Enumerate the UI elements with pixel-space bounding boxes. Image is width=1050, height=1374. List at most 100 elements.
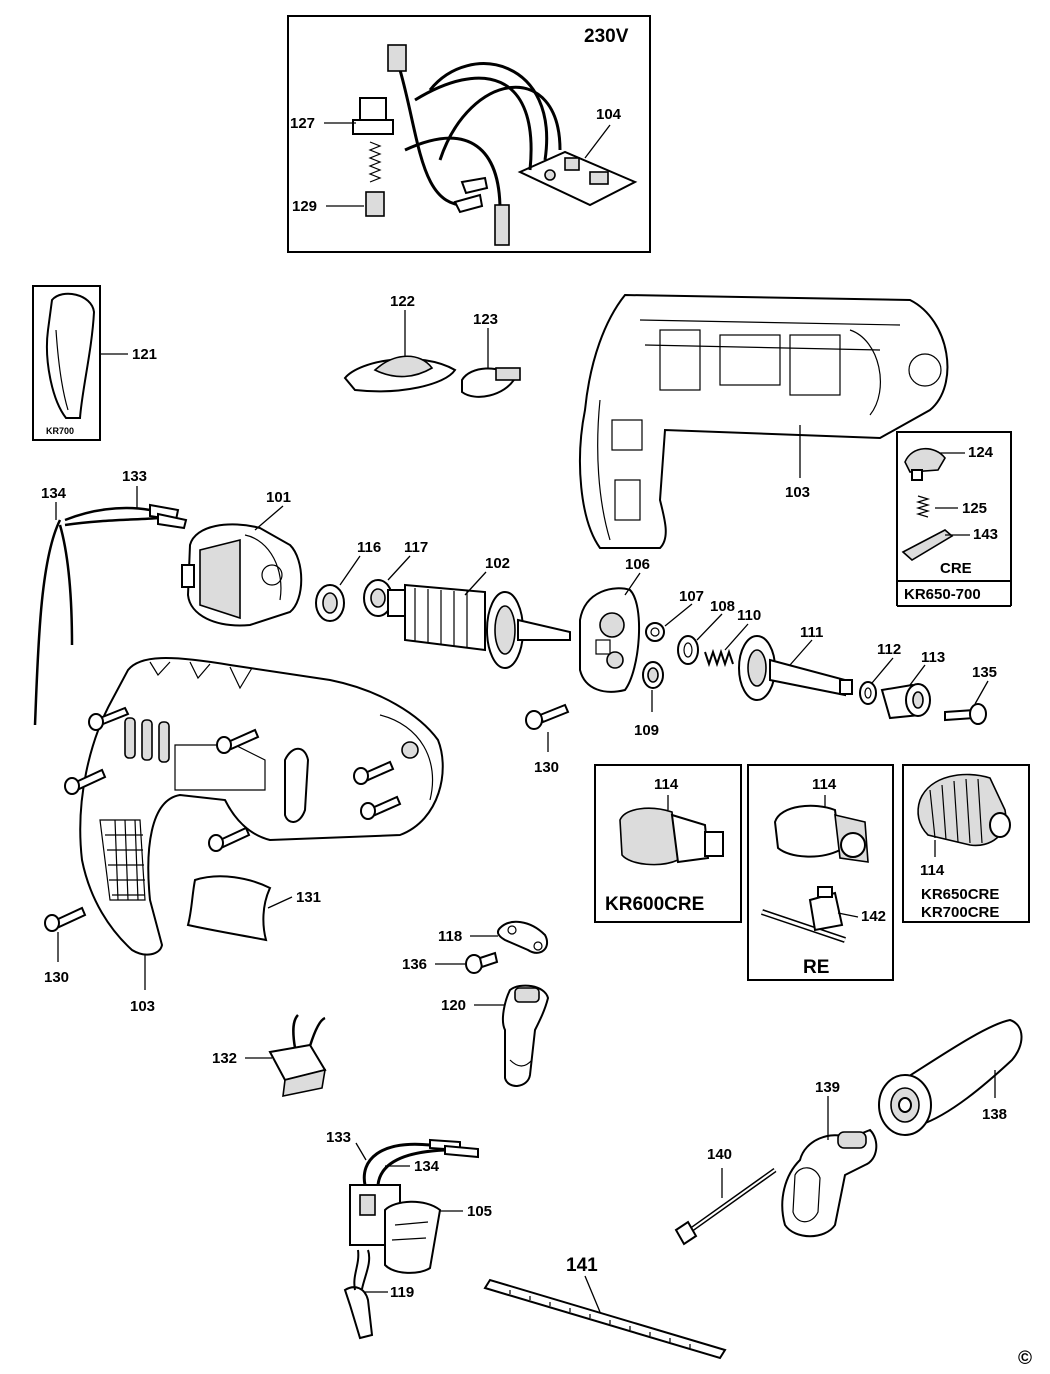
label-cre: CRE: [940, 560, 972, 577]
part-113-sleeve-bearing: [880, 683, 931, 720]
part-118-clamp: [496, 920, 548, 954]
connector-top: [387, 44, 407, 72]
part-136-screw: [465, 951, 499, 974]
part-134-cable-top: [33, 503, 188, 726]
label-112: 112: [877, 641, 901, 658]
label-129: 129: [292, 198, 317, 215]
chuck-re-body: [773, 804, 842, 858]
label-106: 106: [625, 556, 650, 573]
label-kr700cre: KR700CRE: [921, 904, 999, 921]
label-118: 118: [438, 928, 462, 945]
label-kr700: KR700: [46, 426, 74, 436]
label-122: 122: [390, 293, 415, 310]
label-138: 138: [982, 1106, 1007, 1123]
housing-screws: [44, 706, 402, 932]
label-114-b: 114: [812, 776, 837, 793]
label-130-mid: 130: [534, 759, 559, 776]
group-kr700-box: KR700 121: [32, 285, 157, 441]
box-kr600cre-frame: [594, 764, 742, 923]
part-138-handle-grip: [878, 1018, 1023, 1136]
label-103-bottom: 103: [130, 998, 155, 1015]
label-111: 111: [800, 624, 823, 641]
part-143-slider: [901, 529, 954, 561]
part-127-brush-holder: [352, 97, 394, 135]
label-131: 131: [296, 889, 321, 906]
label-123: 123: [473, 311, 498, 328]
label-134-bottom: 134: [414, 1158, 440, 1175]
label-105: 105: [467, 1203, 492, 1220]
part-104-pcb: [517, 150, 638, 207]
label-134-top: 134: [41, 485, 67, 502]
chuck-kr600cre-body: [619, 807, 679, 866]
connector-bottom: [494, 204, 510, 246]
label-140: 140: [707, 1146, 732, 1163]
group-chuck-kr650-700cre: 114 KR650CRE KR700CRE: [902, 764, 1030, 923]
part-134-cable-bottom: [376, 1148, 446, 1186]
part-122-switch-cover: [343, 355, 457, 393]
label-136: 136: [402, 956, 427, 973]
part-124-lever: [904, 447, 946, 473]
part-105-switch: [349, 1184, 442, 1274]
group-230v-box: 230V 127 129: [287, 15, 651, 253]
part-142-chuck-key: [761, 886, 846, 943]
part-116-bearing: [315, 584, 345, 622]
label-230v: 230V: [584, 26, 629, 47]
label-133-top: 133: [122, 468, 147, 485]
part-119-power-cord: [343, 1249, 374, 1340]
label-133-bottom: 133: [326, 1129, 351, 1146]
label-139: 139: [815, 1079, 840, 1096]
label-124: 124: [968, 444, 994, 461]
part-133-cable-bottom: [362, 1142, 431, 1186]
label-108: 108: [710, 598, 735, 615]
part-131-label-plate: [186, 875, 272, 942]
part-108-washer: [677, 635, 699, 665]
label-127: 127: [290, 115, 315, 132]
label-102: 102: [485, 555, 510, 572]
part-102-armature: [387, 583, 571, 669]
box-cre-frame: [896, 431, 1012, 582]
box-230v-frame: [287, 15, 651, 253]
part-139-handle-clamp: [781, 1128, 878, 1238]
part-125-spring: [915, 495, 931, 518]
label-120: 120: [441, 997, 466, 1014]
label-104: 104: [596, 106, 622, 123]
label-125: 125: [962, 500, 987, 517]
part-106-gear-plate: [579, 587, 640, 693]
label-107: 107: [679, 588, 704, 605]
label-114-c: 114: [920, 862, 945, 879]
part-121-side-cover: [45, 292, 96, 419]
part-111-spindle: [738, 635, 853, 701]
label-103-top: 103: [785, 484, 810, 501]
part-130-screw-mid: [525, 703, 570, 730]
part-132-capacitor: [268, 1014, 327, 1098]
group-chuck-re: 114 142 RE: [747, 764, 894, 981]
label-141: 141: [566, 1255, 598, 1276]
label-kr650cre: KR650CRE: [921, 886, 999, 903]
group-chuck-kr600cre: 114 KR600CRE: [594, 764, 742, 923]
label-109: 109: [634, 722, 659, 739]
copyright-mark: ©: [1018, 1348, 1032, 1369]
label-143: 143: [973, 526, 998, 543]
chuck-keyless-body: [917, 773, 1007, 847]
label-kr650-700: KR650-700: [904, 586, 981, 603]
label-130-left: 130: [44, 969, 69, 986]
label-132: 132: [212, 1050, 237, 1067]
box-re-frame: [747, 764, 894, 981]
group-cre-box: 124 125 143 CRE KR650-700: [896, 431, 1012, 607]
label-re: RE: [803, 957, 829, 978]
label-142: 142: [861, 908, 886, 925]
box-kr700-frame: [32, 285, 101, 441]
part-110-spring: [704, 648, 734, 668]
box-kr650-700cre-frame: [902, 764, 1030, 923]
label-121: 121: [132, 346, 157, 363]
label-135: 135: [972, 664, 997, 681]
part-140-depth-rod: [674, 1167, 777, 1246]
label-kr600cre: KR600CRE: [605, 894, 704, 915]
label-101: 101: [266, 489, 291, 506]
label-116: 116: [357, 539, 381, 556]
part-123-slide-button: [461, 367, 521, 398]
label-113: 113: [921, 649, 945, 666]
label-117: 117: [404, 539, 428, 556]
part-101-stator: [181, 523, 303, 627]
